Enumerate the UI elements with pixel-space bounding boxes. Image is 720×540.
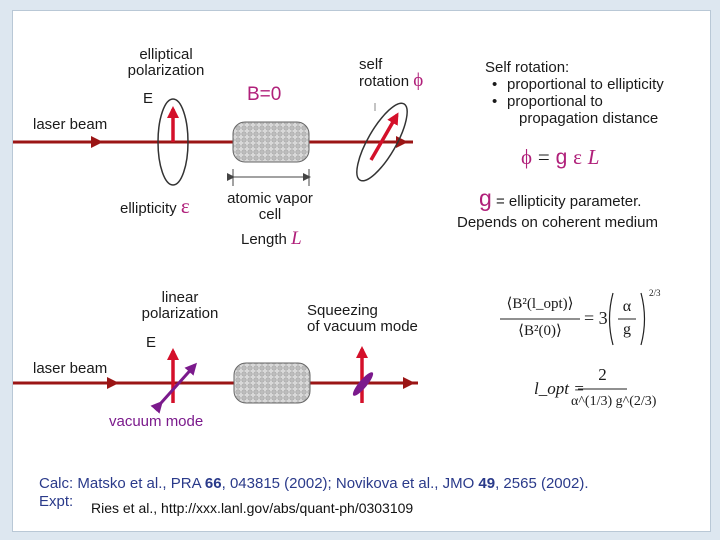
length-label: Length L <box>241 228 302 249</box>
ratio-rhs: = 3 <box>584 308 608 328</box>
ratio-g: g <box>623 321 631 338</box>
expt-citation: Ries et al., http://xxx.lanl.gov/abs/qua… <box>91 500 414 516</box>
expt-label: Expt: <box>39 493 74 510</box>
bottom-laser-beam-label: laser beam <box>33 360 108 377</box>
top-laser-beam-label: laser beam <box>33 116 108 133</box>
self-rotation-heading: Self rotation: <box>485 59 570 76</box>
ratio-power: 2/3 <box>649 288 661 298</box>
bullet-ellipticity: proportional to ellipticity <box>492 77 664 94</box>
self-rotation-formula: ϕ = g ε L <box>521 145 600 169</box>
g-definition: g = ellipticity parameter. <box>479 185 642 211</box>
top-beam-arrow <box>91 136 103 148</box>
input-ellipse <box>157 98 189 186</box>
length-symbol: L <box>291 228 302 249</box>
diagram-graphics <box>13 98 646 414</box>
paren-left <box>608 292 614 346</box>
vacuum-mode-arrow <box>150 362 198 414</box>
field-condition-label: B=0 <box>247 84 282 105</box>
squeezing-label: Squeezing of vacuum mode <box>307 302 418 335</box>
ratio-denominator: ⟨B²(0)⟩ <box>518 323 562 339</box>
paren-right <box>640 292 646 346</box>
lopt-lhs: l_opt = <box>534 379 585 398</box>
slide: elliptical polarization E B=0 self rotat… <box>12 10 711 532</box>
ratio-alpha: α <box>622 298 632 315</box>
bullet-distance-cont: propagation distance <box>519 110 659 127</box>
lopt-denominator: α^(1/3) g^(2/3) <box>571 394 657 409</box>
bottom-beam-arrow <box>107 377 119 389</box>
rotated-e-vector <box>369 112 399 161</box>
self-rotation-label: self rotation ϕ <box>359 56 424 91</box>
g-symbol: g <box>479 185 492 211</box>
rotated-ellipse <box>356 102 408 182</box>
elliptical-polarization-label: elliptical polarization <box>127 46 205 79</box>
top-vapor-cell <box>232 121 310 163</box>
bottom-e-label: E <box>146 334 157 351</box>
ellipticity-label: ellipticity ε <box>120 194 190 218</box>
lopt-numerator: 2 <box>598 365 607 384</box>
coherent-medium-note: Depends on coherent medium <box>457 214 658 231</box>
ratio-numerator: ⟨B²(l_opt)⟩ <box>506 296 574 312</box>
epsilon-symbol: ε <box>180 194 190 218</box>
bottom-beam-arrow-end <box>403 377 415 389</box>
phi-symbol: ϕ <box>413 70 424 91</box>
calc-citation: Calc: Matsko et al., PRA 66, 043815 (200… <box>39 475 589 492</box>
squeezed-vacuum-ellipse <box>352 372 374 396</box>
vacuum-mode-label: vacuum mode <box>109 413 204 430</box>
bullet-distance: proportional to <box>492 94 603 111</box>
linear-polarization-label: linear polarization <box>141 289 219 322</box>
vapor-cell-label: atomic vapor cell <box>227 190 313 223</box>
bottom-vapor-cell <box>233 362 311 404</box>
top-e-label: E <box>143 90 154 107</box>
